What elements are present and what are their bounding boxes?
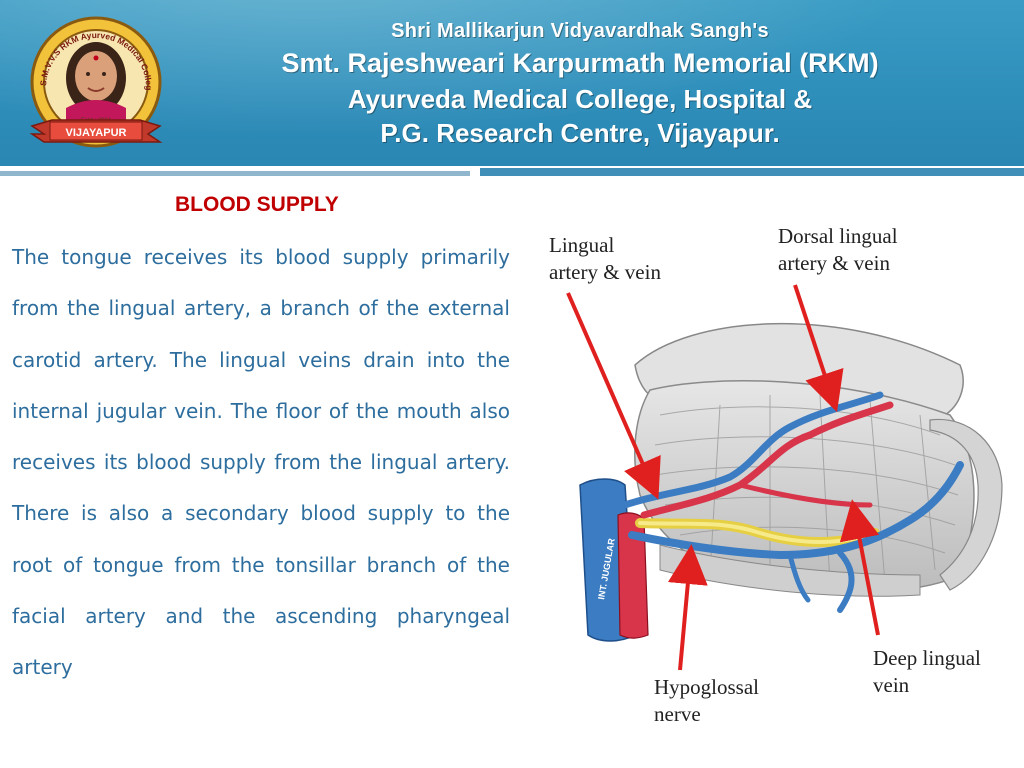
section-title: BLOOD SUPPLY [175,193,339,216]
header-organization-name: Shri Mallikarjun Vidyavardhak Sangh's [391,20,769,42]
header-college-name-line1: Smt. Rajeshweari Karpurmath Memorial (RK… [281,48,879,78]
svg-text:VIJAYAPUR: VIJAYAPUR [66,127,127,139]
tongue-anatomy-illustration: INT. JUGULAR [566,284,1003,671]
header-college-name-line3: P.G. Research Centre, Vijayapur. [380,118,780,148]
college-seal-logo: S.M.V.V.S RKM Ayurved Medical College, H… [22,8,163,148]
label-deep-lingual-vein: Deep lingual vein [873,646,981,697]
label-hypoglossal-nerve: Hypoglossal nerve [654,675,759,726]
header-divider [0,168,1024,178]
label-dorsal-lingual-artery-vein: Dorsal lingual artery & vein [778,224,898,275]
header-banner: S.M.V.V.S RKM Ayurved Medical College, H… [0,0,1024,166]
body-paragraph: The tongue receives its blood supply pri… [12,245,510,680]
header-college-name-line2: Ayurveda Medical College, Hospital & [347,84,813,114]
label-lingual-artery-vein: Lingual artery & vein [549,233,661,284]
tongue-blood-supply-figure: INT. JUGULAR Lingual artery & vein Dorsa… [540,215,1010,735]
